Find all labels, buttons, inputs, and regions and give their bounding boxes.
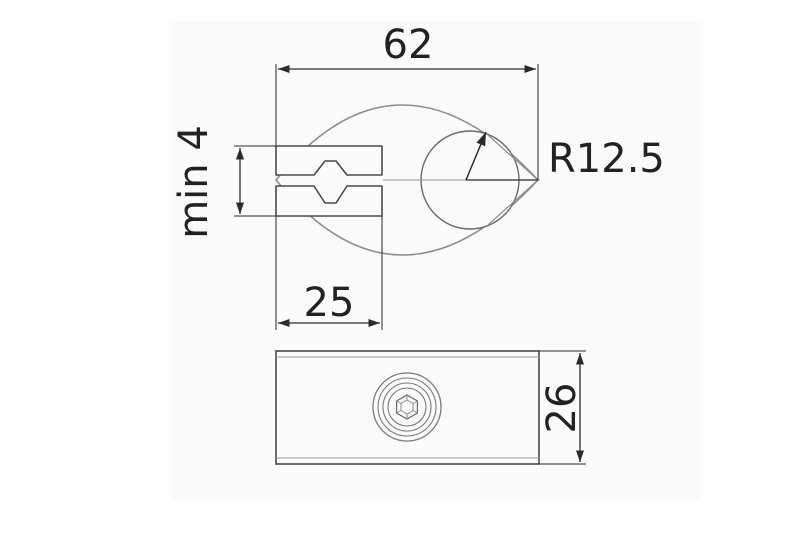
clamp-width-label: 25 bbox=[304, 280, 355, 326]
clamp-lower-half bbox=[275, 185, 383, 217]
radius-label: R12.5 bbox=[548, 136, 665, 182]
dimension-overall-width: 62 bbox=[275, 22, 539, 180]
overall-width-label: 62 bbox=[383, 22, 434, 68]
height-label: 26 bbox=[539, 383, 585, 434]
screw-head bbox=[372, 372, 442, 442]
clamp-upper-half bbox=[275, 145, 383, 176]
body-side-outline bbox=[275, 350, 540, 465]
radius-leader bbox=[465, 131, 487, 181]
top-view bbox=[274, 104, 540, 256]
dimension-clamp-width: 25 bbox=[275, 216, 383, 330]
min-thickness-label: min 4 bbox=[171, 125, 217, 239]
dimension-height: 26 bbox=[539, 350, 586, 465]
side-view bbox=[275, 350, 540, 465]
dimension-min-thickness: min 4 bbox=[171, 125, 276, 239]
